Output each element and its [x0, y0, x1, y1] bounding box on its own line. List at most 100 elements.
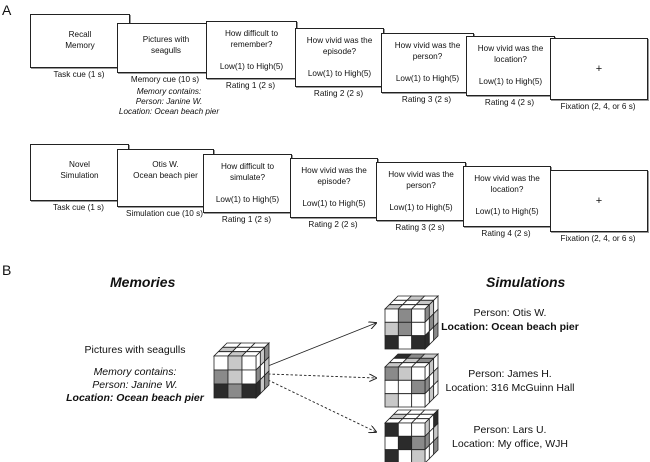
cube-front-cell — [411, 366, 426, 381]
cube-front-cell — [384, 435, 399, 451]
frame-text: Novel Simulation — [60, 160, 99, 180]
cube-front-cell — [227, 355, 243, 371]
frame-duration-label: Fixation (2, 4, or 6 s) — [560, 234, 636, 243]
cube-front-cell — [384, 335, 399, 350]
frame-text: How vivid was the person? Low(1) to High… — [388, 170, 454, 212]
memory-description: Pictures with seagulls Memory contains: … — [60, 344, 210, 405]
memory-contains-person: Person: Janine W. — [135, 97, 203, 106]
memory-person: Person: Janine W. — [92, 379, 178, 391]
memory-frame-3: How difficult to remember? Low(1) to Hig… — [206, 21, 297, 79]
simulation-2-person: Person: James H. — [468, 368, 552, 380]
frame-duration-label: Task cue (1 s) — [53, 70, 105, 79]
simulation-frame-5: How vivid was the person? Low(1) to High… — [376, 162, 466, 221]
cube-front-cell — [397, 308, 413, 323]
arrow-to-simulation-3 — [267, 379, 376, 432]
cube-front-cell — [227, 369, 243, 385]
cube-front-cell — [411, 308, 426, 323]
cube-front-cell — [384, 422, 399, 437]
simulation-3-cube — [384, 409, 439, 462]
simulation-1-person: Person: Otis W. — [473, 307, 547, 319]
simulation-2-location: Location: 316 McGuinn Hall — [445, 381, 575, 394]
memory-contains-location: Location: Ocean beach pier — [118, 107, 220, 116]
cube-front-cell — [384, 308, 399, 323]
memory-cube — [213, 342, 270, 399]
frame-duration-label: Memory cue (10 s) — [130, 75, 200, 84]
frame-duration-label: Rating 3 (2 s) — [401, 95, 452, 104]
cube-front-cell — [384, 393, 399, 408]
simulation-frame-4: How vivid was the episode? Low(1) to Hig… — [290, 158, 378, 218]
memory-frame-7: + — [550, 38, 648, 100]
frame-text: + — [595, 195, 603, 207]
simulation-frame-7: + — [550, 170, 648, 232]
cube-front-cell — [397, 321, 413, 337]
simulation-1-cube — [384, 295, 439, 350]
frame-duration-label: Rating 1 (2 s) — [221, 215, 272, 224]
cube-front-cell — [384, 321, 399, 337]
frame-duration-label: Rating 1 (2 s) — [225, 81, 276, 90]
cube-front-cell — [213, 355, 229, 371]
cube-front-cell — [397, 379, 413, 395]
cube-front-cell — [397, 335, 413, 350]
frame-text: How vivid was the episode? Low(1) to Hig… — [306, 36, 373, 78]
cube-front-cell — [411, 449, 426, 462]
panel-b-letter: B — [2, 262, 12, 278]
cube-front-cell — [411, 393, 426, 408]
cube-front-cell — [397, 422, 413, 437]
frame-text: How difficult to remember? Low(1) to Hig… — [219, 29, 284, 71]
simulation-frame-3: How difficult to simulate? Low(1) to Hig… — [203, 154, 292, 213]
cube-front-cell — [213, 369, 229, 385]
simulation-frame-6: How vivid was the location? Low(1) to Hi… — [463, 166, 551, 227]
memory-frame-2: Pictures with seagulls — [117, 23, 215, 73]
arrow-to-simulation-2 — [267, 373, 376, 378]
memory-title: Pictures with seagulls — [84, 344, 186, 356]
memory-contains-label: Memory contains: — [93, 366, 177, 378]
memory-frame-5: How vivid was the person? Low(1) to High… — [381, 33, 474, 93]
frame-duration-label: Rating 4 (2 s) — [481, 229, 531, 238]
memories-heading: Memories — [110, 274, 176, 290]
cube-front-cell — [241, 355, 257, 371]
simulation-2-text: Person: James H. Location: 316 McGuinn H… — [440, 368, 580, 395]
cube-front-cell — [397, 449, 413, 462]
cube-front-cell — [241, 383, 257, 399]
simulation-1-location: Location: Ocean beach pier — [441, 320, 579, 333]
cube-side-cell — [433, 435, 439, 456]
cube-front-cell — [384, 449, 399, 462]
frame-duration-label: Rating 2 (2 s) — [313, 89, 364, 98]
panel-a-letter: A — [2, 2, 12, 18]
memory-contains-heading: Memory contains: — [136, 87, 202, 96]
frame-text: How vivid was the location? Low(1) to Hi… — [477, 44, 544, 86]
cube-front-cell — [411, 321, 426, 337]
memory-location: Location: Ocean beach pier — [66, 392, 204, 404]
frame-text: How difficult to simulate? Low(1) to Hig… — [215, 162, 280, 204]
cube-side-cell — [433, 379, 439, 400]
frame-text: How vivid was the person? Low(1) to High… — [394, 41, 461, 83]
simulation-frame-2: Otis W. Ocean beach pier — [117, 149, 214, 207]
memory-frame-1: Recall Memory — [30, 14, 130, 68]
simulations-heading: Simulations — [486, 274, 566, 290]
simulation-3-location: Location: My office, WJH — [452, 437, 568, 450]
memory-frame-6: How vivid was the location? Low(1) to Hi… — [466, 36, 555, 96]
simulation-1-text: Person: Otis W. Location: Ocean beach pi… — [440, 307, 580, 334]
frame-duration-label: Rating 3 (2 s) — [395, 223, 445, 232]
cube-front-cell — [384, 366, 399, 381]
frame-text: How vivid was the location? Low(1) to Hi… — [474, 174, 540, 216]
simulation-frame-1: Novel Simulation — [30, 144, 129, 201]
frame-text: Otis W. Ocean beach pier — [133, 160, 198, 180]
cube-front-cell — [397, 393, 413, 408]
simulation-3-person: Person: Lars U. — [473, 424, 547, 436]
frame-text: Pictures with seagulls — [142, 35, 190, 55]
frame-duration-label: Rating 2 (2 s) — [308, 220, 358, 229]
simulation-2-cube — [384, 353, 439, 408]
cube-front-cell — [241, 369, 257, 385]
cube-front-cell — [411, 422, 426, 437]
frame-text: Recall Memory — [65, 30, 95, 50]
memory-contains-caption: Memory contains: Person: Janine W. Locat… — [112, 87, 226, 117]
cube-front-cell — [397, 435, 413, 451]
frame-text: How vivid was the episode? Low(1) to Hig… — [301, 166, 367, 208]
cube-front-cell — [411, 435, 426, 451]
frame-text: + — [595, 63, 603, 75]
arrow-to-simulation-1 — [267, 323, 376, 367]
frame-duration-label: Rating 4 (2 s) — [484, 98, 535, 107]
